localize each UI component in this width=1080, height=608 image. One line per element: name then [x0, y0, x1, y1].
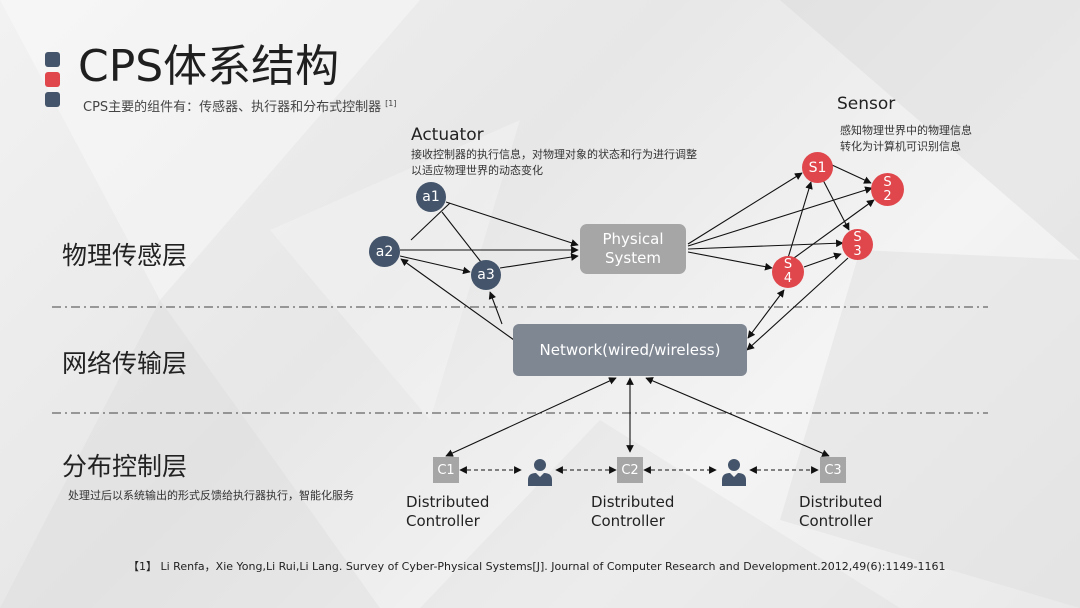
edge-s4-s2 [793, 199, 875, 259]
physical-system-box: Physical System [580, 224, 686, 274]
edge-a3-physical [499, 253, 579, 269]
layer-label-control: 分布控制层 [62, 452, 188, 481]
edge-physical-s1 [687, 172, 803, 245]
control-layer-description: 处理过后以系统输出的形式反馈给执行器执行，智能化服务 [68, 489, 354, 502]
edge-physical-s4 [687, 251, 773, 271]
edge-physical-s2 [687, 186, 873, 247]
edge-physical-s3 [687, 239, 844, 250]
layer-label-physical: 物理传感层 [62, 241, 188, 270]
sensor-node-s1: S1 [802, 152, 833, 183]
actuator-node-a2: a2 [369, 236, 400, 267]
edge-s1-s3 [822, 179, 850, 231]
sensor-description: 感知物理世界中的物理信息 转化为计算机可识别信息 [840, 124, 972, 153]
reference-footnote: 【1】 Li Renfa，Xie Yong,Li Rui,Li Lang. Su… [128, 560, 946, 573]
controller-label-c3: Distributed Controller [799, 493, 883, 530]
edge-a2-a3 [399, 255, 471, 275]
controller-c1: C1 [433, 457, 459, 483]
layer-label-network: 网络传输层 [62, 349, 188, 378]
subtitle-ref: [1] [385, 98, 397, 108]
sensor-node-s2: S 2 [871, 173, 904, 206]
controller-label-c2: Distributed Controller [591, 493, 675, 530]
sensor-node-s3: S 3 [842, 229, 873, 260]
edge-a1-a3 [441, 211, 482, 263]
actuator-description: 接收控制器的执行信息，对物理对象的状态和行为进行调整 以适应物理世界的动态变化 [411, 148, 697, 177]
edge-a1-physical [445, 201, 579, 247]
actuator-node-a3: a3 [471, 260, 501, 290]
user-icon [528, 459, 552, 486]
edge-network-a3 [488, 291, 503, 325]
accent-square-top [45, 52, 60, 67]
sensor-title: Sensor [837, 94, 896, 114]
controller-label-c1: Distributed Controller [406, 493, 490, 530]
controller-c2: C2 [617, 457, 643, 483]
subtitle-text: CPS主要的组件有：传感器、执行器和分布式控制器 [83, 100, 382, 115]
actuator-title: Actuator [411, 125, 484, 145]
sensor-node-s4: S 4 [772, 256, 804, 288]
accent-square-middle [45, 72, 60, 87]
network-box: Network(wired/wireless) [513, 324, 747, 376]
user-icon [722, 459, 746, 486]
page-title: CPS体系结构 [78, 41, 340, 92]
edge-a1-a2 [410, 202, 451, 241]
edge-network-c3 [645, 377, 830, 457]
accent-square-bottom [45, 92, 60, 107]
edge-s4-s1 [787, 181, 813, 259]
page-subtitle: CPS主要的组件有：传感器、执行器和分布式控制器[1] [83, 96, 397, 115]
actuator-node-a1: a1 [416, 182, 446, 212]
edge-s4-s3 [803, 252, 842, 268]
controller-c3: C3 [820, 457, 846, 483]
edge-s4-network [747, 289, 785, 339]
edge-network-c1 [445, 377, 617, 457]
edge-s1-s2 [831, 164, 872, 184]
edge-network-a2 [400, 258, 515, 341]
